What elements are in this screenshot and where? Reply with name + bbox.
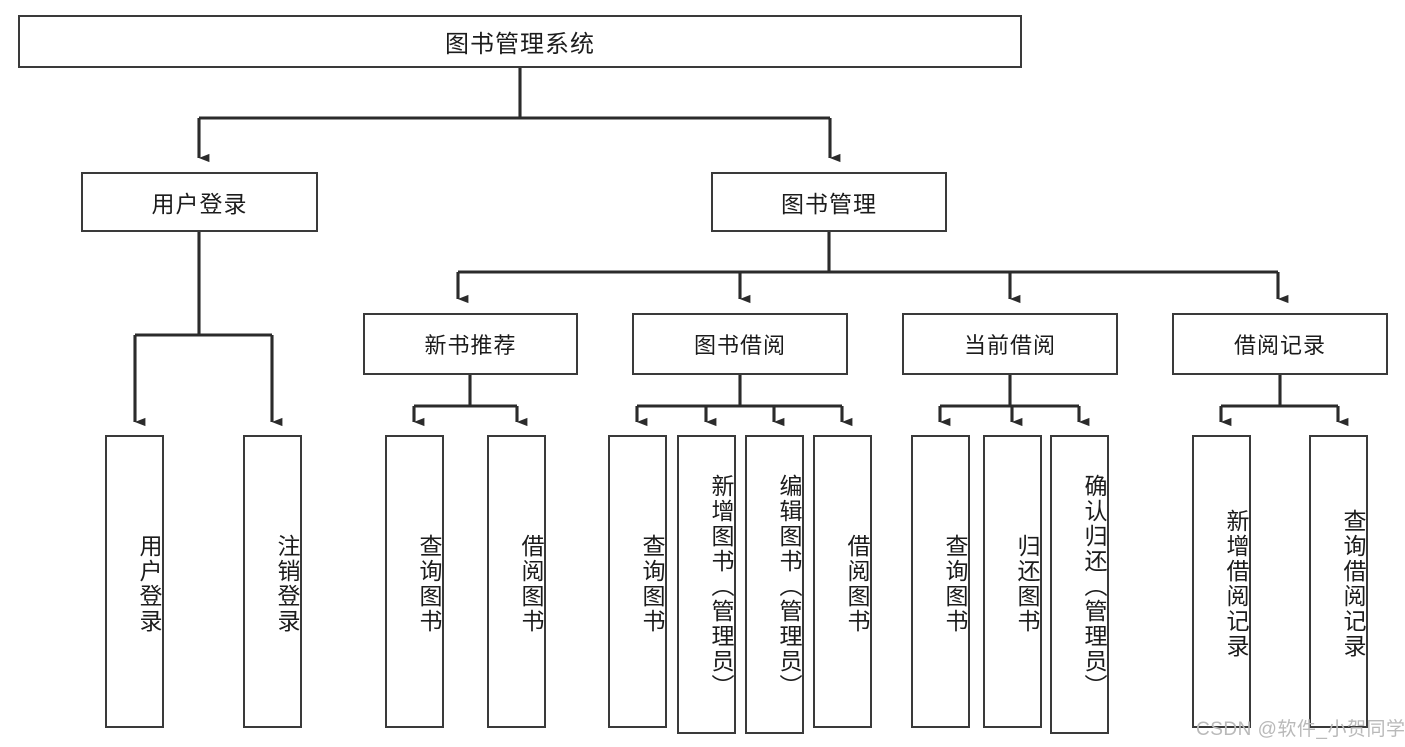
- node-leaf-confirm-return[interactable]: 确认归还（管理员）: [1050, 435, 1109, 734]
- node-leaf-query-record-label: 查询借阅记录: [1340, 508, 1366, 659]
- node-leaf-query-book-1-label: 查询图书: [416, 533, 442, 634]
- node-leaf-query-record[interactable]: 查询借阅记录: [1309, 435, 1368, 728]
- node-leaf-add-book-label: 新增图书（管理员）: [708, 474, 734, 699]
- node-leaf-query-book-3[interactable]: 查询图书: [911, 435, 970, 728]
- node-leaf-logout[interactable]: 注销登录: [243, 435, 302, 728]
- node-user-login-label: 用户登录: [151, 191, 248, 217]
- node-leaf-return-book[interactable]: 归还图书: [983, 435, 1042, 728]
- node-new-book-recommend-label: 新书推荐: [424, 333, 517, 358]
- node-leaf-borrow-book-2-label: 借阅图书: [844, 533, 870, 634]
- node-leaf-query-book-2[interactable]: 查询图书: [608, 435, 667, 728]
- node-book-borrow-label: 图书借阅: [693, 333, 786, 358]
- node-book-manage[interactable]: 图书管理: [711, 172, 947, 232]
- node-leaf-logout-label: 注销登录: [274, 533, 300, 634]
- node-root[interactable]: 图书管理系统: [18, 15, 1022, 68]
- node-book-borrow[interactable]: 图书借阅: [632, 313, 848, 375]
- node-root-label: 图书管理系统: [445, 31, 595, 58]
- node-leaf-confirm-return-label: 确认归还（管理员）: [1081, 474, 1107, 699]
- node-leaf-query-book-2-label: 查询图书: [639, 533, 665, 634]
- node-leaf-return-book-label: 归还图书: [1014, 533, 1040, 634]
- node-borrow-record-label: 借阅记录: [1233, 333, 1326, 358]
- node-leaf-edit-book[interactable]: 编辑图书（管理员）: [745, 435, 804, 734]
- node-leaf-user-login-label: 用户登录: [136, 533, 162, 634]
- node-leaf-edit-book-label: 编辑图书（管理员）: [776, 474, 802, 699]
- node-leaf-add-record-label: 新增借阅记录: [1223, 508, 1249, 659]
- node-leaf-user-login[interactable]: 用户登录: [105, 435, 164, 728]
- node-leaf-query-book-1[interactable]: 查询图书: [385, 435, 444, 728]
- node-leaf-borrow-book-2[interactable]: 借阅图书: [813, 435, 872, 728]
- node-current-borrow[interactable]: 当前借阅: [902, 313, 1118, 375]
- node-new-book-recommend[interactable]: 新书推荐: [363, 313, 578, 375]
- node-leaf-query-book-3-label: 查询图书: [942, 533, 968, 634]
- csdn-watermark: CSDN @软件_小贺同学: [1196, 719, 1405, 740]
- node-user-login[interactable]: 用户登录: [81, 172, 318, 232]
- node-leaf-add-book[interactable]: 新增图书（管理员）: [677, 435, 736, 734]
- node-leaf-borrow-book-1[interactable]: 借阅图书: [487, 435, 546, 728]
- node-leaf-borrow-book-1-label: 借阅图书: [518, 533, 544, 634]
- node-borrow-record[interactable]: 借阅记录: [1172, 313, 1388, 375]
- node-leaf-add-record[interactable]: 新增借阅记录: [1192, 435, 1251, 728]
- node-current-borrow-label: 当前借阅: [963, 333, 1056, 358]
- node-book-manage-label: 图书管理: [781, 191, 877, 217]
